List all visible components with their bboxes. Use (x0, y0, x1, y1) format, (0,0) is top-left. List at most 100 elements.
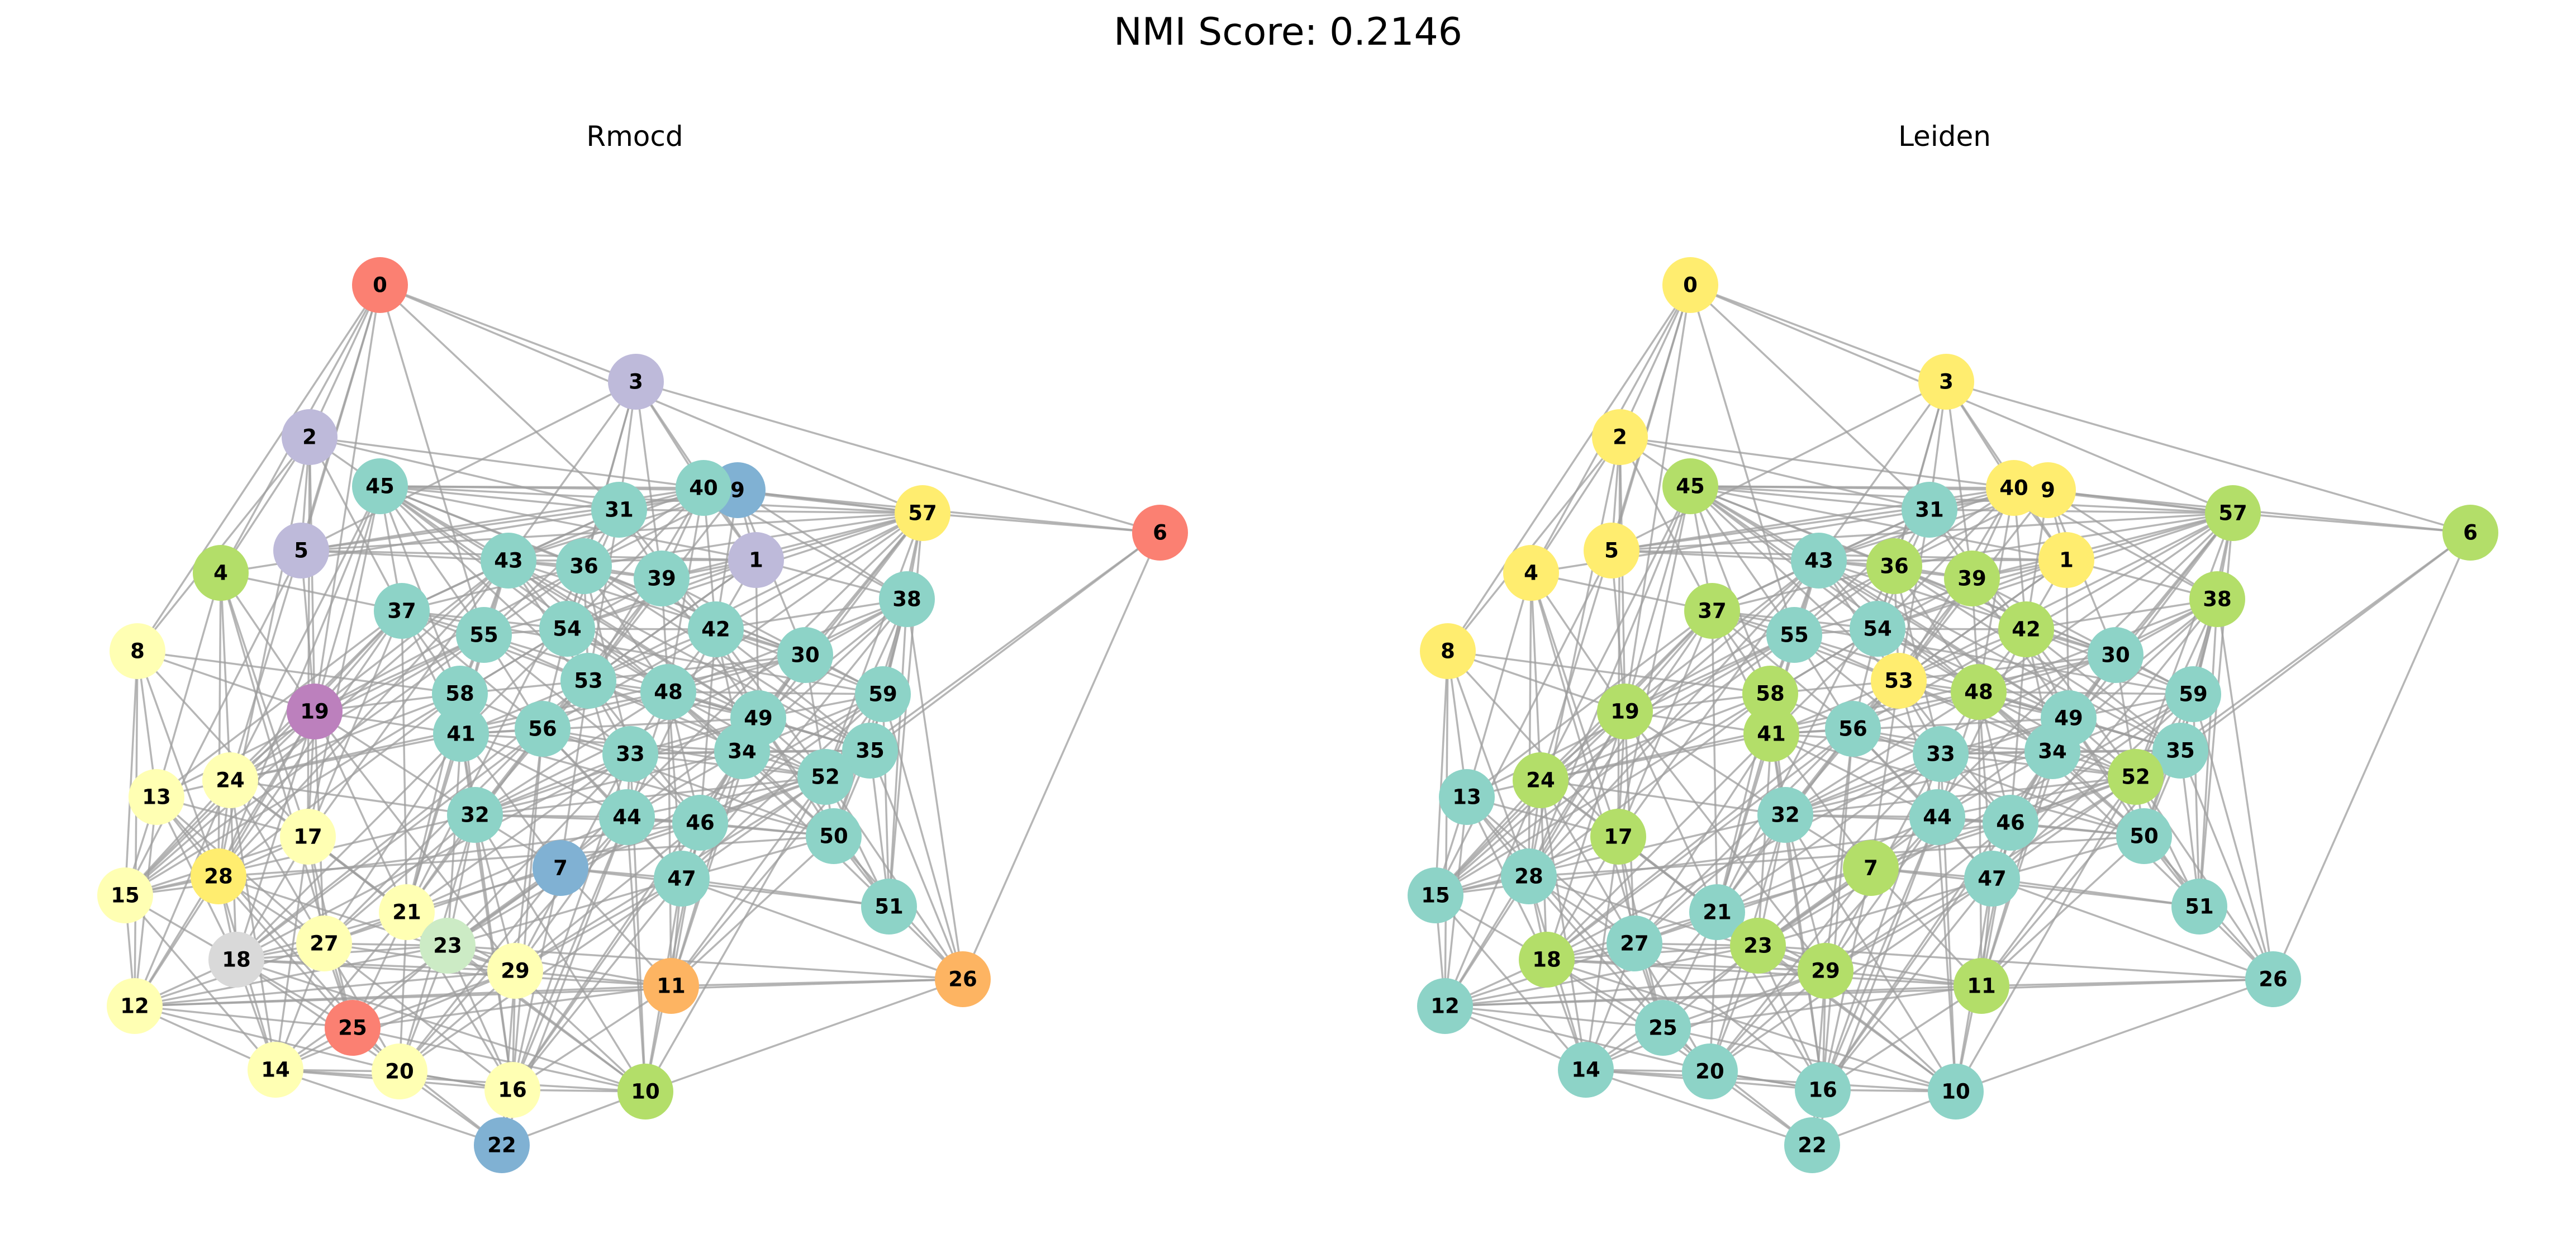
edge-14-17 (274, 836, 309, 1070)
edge-7-53 (559, 680, 590, 869)
node-30: 30 (777, 627, 833, 683)
node-label: 33 (1926, 742, 1955, 766)
node-label: 58 (445, 682, 474, 706)
node-label: 46 (686, 811, 715, 835)
node-11: 11 (1954, 958, 2009, 1014)
edge-11-16 (512, 985, 672, 1091)
node-circle (1662, 458, 1718, 514)
node-label: 19 (300, 700, 329, 724)
node-21: 21 (1689, 884, 1745, 940)
node-circle (2152, 723, 2208, 779)
node-circle (2116, 808, 2172, 864)
edge-4-28 (217, 572, 222, 877)
edge-10-44 (626, 817, 647, 1092)
node-20: 20 (372, 1043, 427, 1099)
edge-24-32 (1540, 779, 1786, 816)
node-53: 53 (560, 653, 616, 709)
edge-27-41 (1633, 733, 1772, 944)
edge-8-19 (1447, 650, 1626, 713)
node-label: 56 (1838, 717, 1867, 741)
node-circle (895, 485, 950, 541)
node-label: 33 (616, 742, 645, 766)
edge-45-54 (1689, 485, 1879, 630)
node-circle (484, 1062, 540, 1118)
edge-1-55 (1794, 559, 2067, 636)
node-21: 21 (379, 884, 435, 940)
edge-29-56 (514, 728, 544, 971)
edge-28-58 (1528, 692, 1771, 877)
node-circle (672, 795, 728, 851)
edge-19-55 (314, 634, 484, 713)
edge-35-36 (583, 565, 871, 752)
node-50: 50 (2116, 808, 2172, 864)
node-label: 43 (494, 549, 523, 573)
node-55: 55 (1766, 607, 1822, 663)
node-label: 56 (528, 717, 557, 741)
edge-25-28 (1528, 875, 1664, 1029)
node-0: 0 (352, 257, 408, 313)
node-label: 11 (657, 974, 686, 998)
node-47: 47 (654, 851, 710, 907)
node-40: 40 (676, 460, 731, 516)
node-circle (420, 918, 476, 974)
node-17: 17 (1590, 809, 1646, 865)
node-1: 1 (728, 532, 784, 588)
node-circle (1795, 1062, 1851, 1118)
node-15: 15 (97, 867, 153, 923)
edge-6-35 (2179, 532, 2472, 752)
panel-title-leiden: Leiden (1898, 120, 1991, 153)
node-12: 12 (107, 978, 163, 1034)
node-42: 42 (1998, 601, 2054, 657)
edge-48-57 (1978, 512, 2234, 693)
edge-17-45 (1617, 486, 1691, 837)
edge-47-52 (681, 776, 826, 880)
edge-7-53 (1870, 680, 1900, 869)
node-label: 12 (1430, 994, 1460, 1018)
node-53: 53 (1871, 653, 1927, 709)
edge-0-55 (1689, 284, 1795, 635)
edge-47-48 (667, 691, 683, 879)
node-10: 10 (1928, 1064, 1984, 1120)
node-39: 39 (1944, 551, 2000, 606)
node-circle (372, 1043, 427, 1099)
edge-5-15 (1434, 550, 1613, 896)
edge-29-47 (515, 877, 682, 972)
edge-39-57 (661, 512, 923, 580)
node-circle (1584, 523, 1639, 578)
edge-28-37 (217, 610, 403, 877)
edge-0-8 (1447, 284, 1691, 652)
node-43: 43 (1791, 533, 1847, 589)
node-label: 16 (1808, 1078, 1837, 1102)
edge-6-26 (2272, 532, 2472, 980)
node-circle (481, 533, 536, 589)
node-label: 51 (874, 895, 904, 919)
edge-45-1 (1690, 485, 2067, 561)
node-circle (2038, 532, 2094, 588)
node-label: 27 (310, 932, 339, 956)
node-label: 54 (1863, 617, 1892, 641)
node-label: 8 (1441, 639, 1455, 663)
node-7: 7 (1843, 840, 1899, 896)
node-label: 46 (1996, 811, 2025, 835)
edge-47-59 (1991, 693, 2194, 880)
node-circle (2171, 879, 2227, 935)
edge-28-37 (1528, 610, 1713, 877)
edge-48-59 (668, 691, 883, 695)
edge-38-51 (2198, 599, 2218, 907)
node-circle (447, 787, 503, 843)
edge-12-25 (134, 1005, 353, 1029)
node-circle (1964, 851, 2020, 907)
node-13: 13 (1439, 769, 1495, 825)
node-32: 32 (447, 787, 503, 843)
edge-26-52 (824, 776, 964, 980)
node-circle (474, 1117, 530, 1173)
node-circle (325, 1000, 381, 1056)
node-label: 59 (2179, 682, 2208, 706)
edge-5-15 (124, 550, 302, 896)
node-circle (728, 532, 784, 588)
node-circle (855, 666, 911, 722)
edge-36-45 (1690, 485, 1895, 567)
node-label: 25 (1648, 1016, 1677, 1040)
node-label: 32 (1771, 803, 1800, 827)
node-22: 22 (474, 1117, 530, 1173)
